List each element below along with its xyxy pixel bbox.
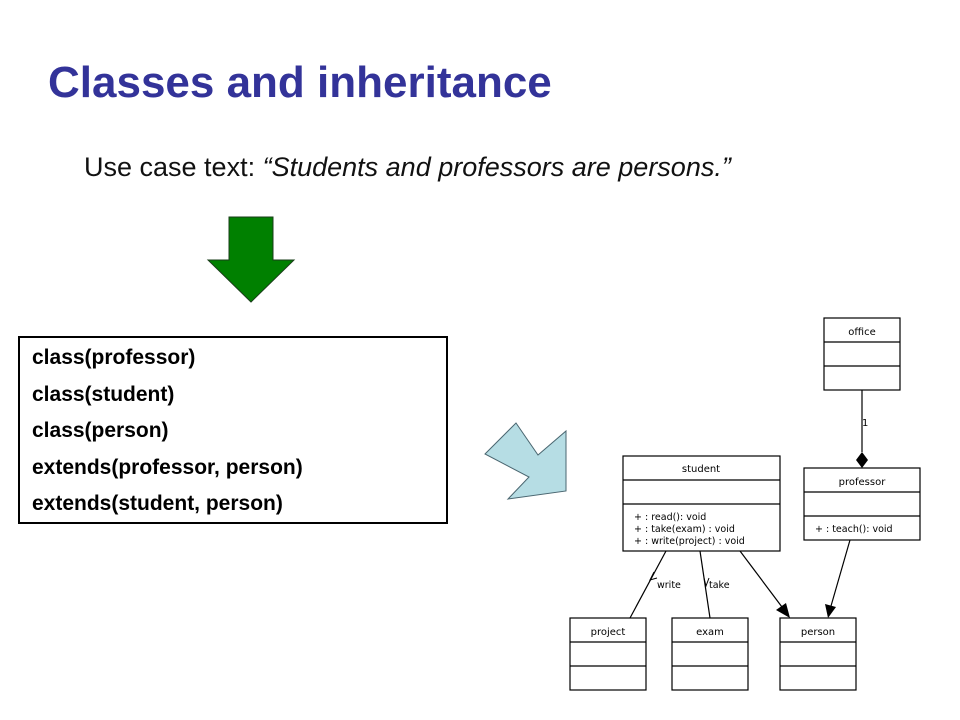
down-arrow-icon <box>206 216 296 303</box>
fact-line: extends(professor, person) <box>32 455 303 479</box>
write-label: write <box>657 580 681 591</box>
composition-diamond-icon <box>856 452 868 468</box>
student-operation: + : write(project) : void <box>634 536 745 547</box>
use-case-quote: “Students and professors are persons.” <box>262 152 731 182</box>
association-multiplicity: 1 <box>862 418 868 429</box>
slide-title: Classes and inheritance <box>48 58 552 107</box>
uml-class-professor: professor + : teach(): void <box>803 467 921 541</box>
uml-class-exam: exam <box>671 617 749 691</box>
use-case-text: Use case text: “Students and professors … <box>84 152 731 183</box>
professor-operation: + : teach(): void <box>815 524 893 535</box>
uml-class-project: project <box>569 617 647 691</box>
uml-class-office: office <box>823 317 901 391</box>
uml-class-person: person <box>779 617 857 691</box>
navigability-arrow-icon <box>649 571 658 581</box>
project-class-name: project <box>591 627 626 638</box>
facts-box: class(professor) class(student) class(pe… <box>18 336 448 524</box>
student-person-generalization <box>739 550 783 608</box>
diagonal-arrow-icon <box>484 422 567 500</box>
fact-line: class(student) <box>32 382 175 406</box>
uml-class-student: student + : read(): void + : take(exam) … <box>622 455 781 552</box>
student-class-name: student <box>682 464 720 475</box>
generalization-arrowhead-icon <box>825 604 836 618</box>
use-case-label: Use case text: <box>84 152 256 182</box>
fact-line: class(professor) <box>32 346 196 369</box>
take-label: take <box>709 580 730 591</box>
person-class-name: person <box>801 627 835 638</box>
professor-person-generalization <box>830 539 851 607</box>
fact-line: class(person) <box>32 419 169 442</box>
student-operation: + : read(): void <box>634 512 706 523</box>
exam-class-name: exam <box>696 627 724 638</box>
fact-line: extends(student, person) <box>32 492 283 515</box>
uml-class-diagram: office 1 student + : read(): void + : ta… <box>569 317 921 691</box>
generalization-arrowhead-icon <box>776 603 790 618</box>
office-class-name: office <box>848 327 875 338</box>
student-exam-association <box>699 550 711 619</box>
navigability-arrow-icon <box>703 577 710 588</box>
professor-class-name: professor <box>839 477 887 488</box>
student-operation: + : take(exam) : void <box>634 524 735 535</box>
student-project-association <box>629 550 667 619</box>
